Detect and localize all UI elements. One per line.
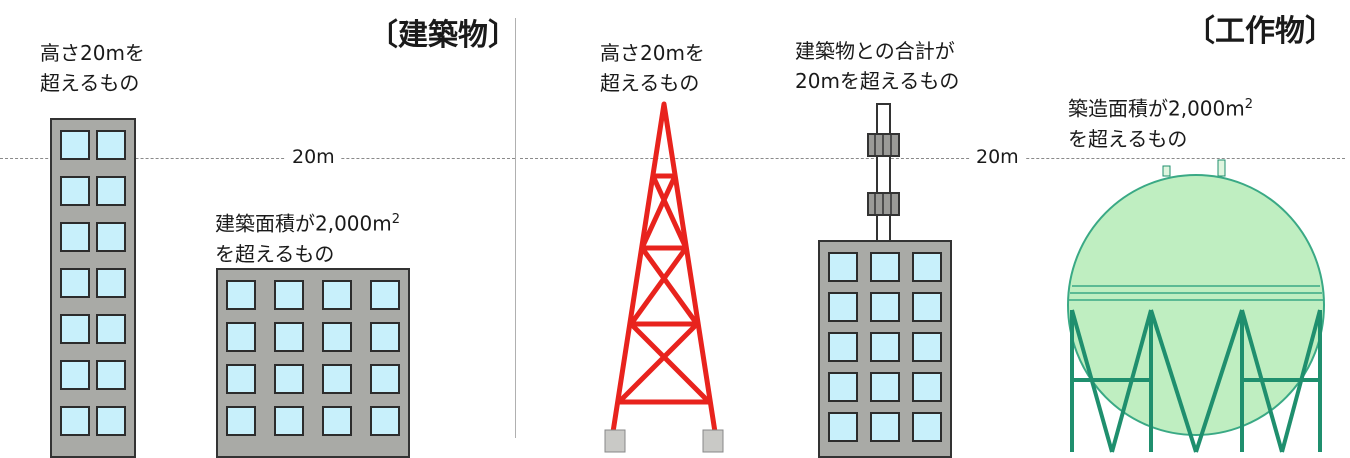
- window: [226, 406, 256, 436]
- height-marker-left: 20m: [286, 146, 341, 168]
- tall-building: [50, 118, 136, 458]
- window: [60, 406, 90, 436]
- window: [60, 176, 90, 206]
- window: [912, 292, 942, 322]
- tall-building-label: 高さ20mを 超えるもの: [40, 41, 145, 95]
- window: [96, 130, 126, 160]
- antenna-building: [818, 240, 952, 458]
- window: [96, 222, 126, 252]
- antenna-building-label: 建築物との合計が 20mを超えるもの: [795, 39, 960, 93]
- section-title-structure: 〔工作物〕: [1185, 14, 1335, 49]
- window: [96, 176, 126, 206]
- section-divider: [515, 18, 516, 438]
- window: [60, 360, 90, 390]
- window: [870, 332, 900, 362]
- window: [912, 332, 942, 362]
- window: [96, 268, 126, 298]
- wide-building: [216, 268, 410, 458]
- wide-building-label: 建築面積が2,000m2 を超えるもの: [215, 211, 401, 266]
- tank-support-frame: [1070, 309, 1322, 453]
- window: [274, 280, 304, 310]
- window: [828, 252, 858, 282]
- window: [60, 222, 90, 252]
- window: [226, 364, 256, 394]
- height-line-left: [0, 158, 515, 159]
- window: [370, 364, 400, 394]
- window: [828, 292, 858, 322]
- window: [870, 412, 900, 442]
- window: [912, 412, 942, 442]
- window: [60, 130, 90, 160]
- antenna-module: [867, 192, 900, 216]
- window: [370, 280, 400, 310]
- window: [370, 406, 400, 436]
- window: [828, 412, 858, 442]
- window: [274, 322, 304, 352]
- window: [828, 332, 858, 362]
- height-line-right: [520, 158, 1345, 159]
- window: [96, 360, 126, 390]
- window: [322, 364, 352, 394]
- window: [60, 314, 90, 344]
- steel-tower-label: 高さ20mを 超えるもの: [600, 41, 705, 95]
- gas-tank-label: 築造面積が2,000m2 を超えるもの: [1068, 96, 1254, 151]
- window: [870, 372, 900, 402]
- window: [370, 322, 400, 352]
- tank-sphere: [1067, 174, 1325, 436]
- window: [322, 406, 352, 436]
- window: [322, 280, 352, 310]
- window: [322, 322, 352, 352]
- window: [226, 322, 256, 352]
- window: [912, 372, 942, 402]
- window: [870, 292, 900, 322]
- section-title-building: 〔建築物〕: [368, 18, 518, 53]
- window: [870, 252, 900, 282]
- antenna-module: [867, 133, 900, 157]
- window: [912, 252, 942, 282]
- height-marker-right: 20m: [970, 146, 1025, 168]
- window: [60, 268, 90, 298]
- window: [828, 372, 858, 402]
- window: [96, 406, 126, 436]
- window: [226, 280, 256, 310]
- window: [96, 314, 126, 344]
- window: [274, 406, 304, 436]
- window: [274, 364, 304, 394]
